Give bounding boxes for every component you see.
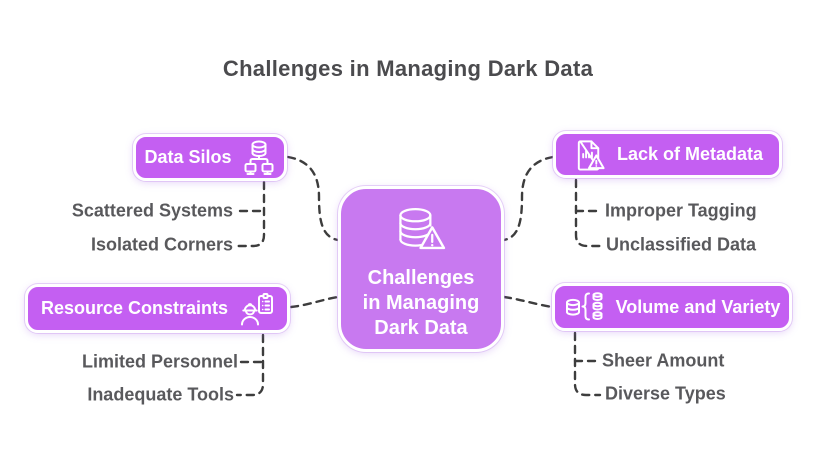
sub-label-scattered-systems: Scattered Systems bbox=[71, 200, 233, 221]
branch-label: Lack of Metadata bbox=[616, 144, 764, 164]
branch-node-resource-constraints: Resource Constraints bbox=[25, 284, 290, 333]
connector-data-silos-center bbox=[286, 155, 340, 242]
sub-label-isolated-corners: Isolated Corners bbox=[90, 234, 233, 255]
document-chart-warning-icon bbox=[572, 138, 607, 172]
worker-clipboard-icon bbox=[238, 291, 274, 327]
connector-volume-center bbox=[502, 295, 554, 309]
sub-label-diverse-types: Diverse Types bbox=[605, 383, 726, 404]
database-branch-icon bbox=[564, 291, 606, 324]
sub-label-sheer-amount: Sheer Amount bbox=[602, 350, 725, 371]
sub-label-improper-tagging: Improper Tagging bbox=[605, 200, 757, 221]
branch-label: Resource Constraints bbox=[40, 298, 229, 318]
connector-metadata-center bbox=[502, 155, 555, 242]
connector-resource-drop bbox=[235, 333, 265, 397]
connector-resource-center bbox=[289, 295, 340, 309]
branch-node-lack-of-metadata: Lack of Metadata bbox=[553, 131, 782, 178]
connector-data-silos-drop bbox=[236, 180, 266, 248]
sub-label-unclassified-data: Unclassified Data bbox=[606, 234, 757, 255]
branch-label: Volume and Variety bbox=[615, 296, 781, 317]
connector-volume-drop bbox=[573, 331, 602, 397]
database-network-icon bbox=[242, 139, 276, 176]
database-warning-icon bbox=[391, 204, 451, 262]
connector-metadata-drop bbox=[574, 178, 603, 248]
sub-label-inadequate-tools: Inadequate Tools bbox=[87, 384, 234, 405]
branch-node-data-silos: Data Silos bbox=[133, 134, 287, 181]
central-node-label: Challenges in Managing Dark Data bbox=[362, 266, 480, 339]
sub-label-limited-personnel: Limited Personnel bbox=[81, 351, 238, 372]
central-node: Challenges in Managing Dark Data bbox=[338, 186, 504, 352]
branch-node-volume-and-variety: Volume and Variety bbox=[552, 283, 792, 331]
branch-label: Data Silos bbox=[144, 147, 232, 167]
page-title: Challenges in Managing Dark Data bbox=[222, 56, 594, 81]
